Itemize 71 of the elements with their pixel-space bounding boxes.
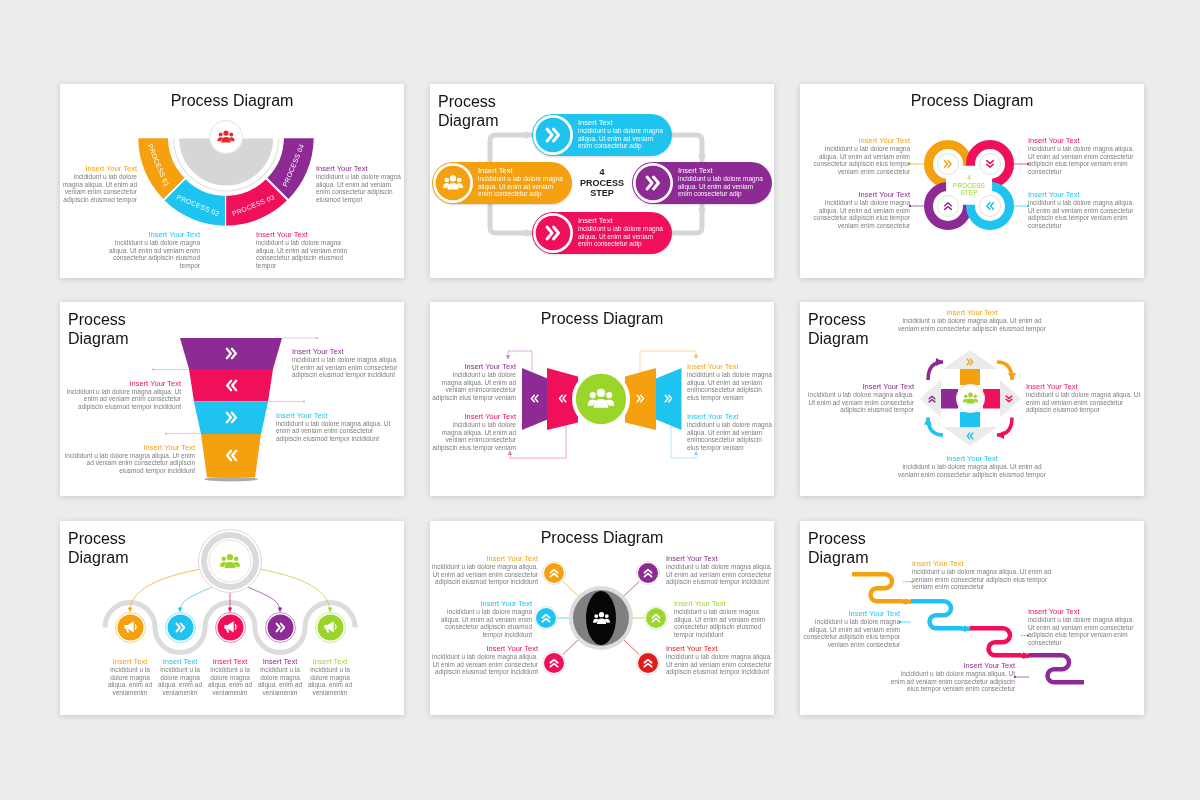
arrow <box>926 358 944 381</box>
arrow <box>487 204 533 237</box>
ring-segment <box>163 177 227 227</box>
step-circle <box>164 611 196 643</box>
slide-card <box>60 84 404 278</box>
slide-card <box>60 521 404 715</box>
connector-line <box>562 639 579 656</box>
step-circle <box>542 561 566 585</box>
arrow <box>903 598 912 606</box>
center-label: 4 PROCESS STEP <box>580 167 624 199</box>
bowtie-wing <box>547 367 578 430</box>
hub-circle <box>569 586 633 650</box>
slide-title: Process Diagram <box>438 92 499 130</box>
funnel-layer <box>189 369 273 402</box>
cross-arm <box>943 412 997 446</box>
process-pill <box>632 162 772 204</box>
step-circle <box>264 611 296 643</box>
step-circle <box>314 611 346 643</box>
connector-line <box>623 639 640 656</box>
slide-card <box>430 84 774 278</box>
slide-card <box>800 84 1144 278</box>
arrow <box>996 417 1014 439</box>
connector-line <box>557 617 570 619</box>
ring-segment <box>265 137 315 201</box>
process-pill <box>432 162 572 204</box>
path-segment <box>1029 653 1084 685</box>
arrow <box>924 416 944 437</box>
slide-card <box>60 302 404 496</box>
path-segment <box>852 572 903 604</box>
slide-card <box>430 302 774 496</box>
cross-arm <box>983 380 1021 418</box>
cross-arm <box>920 380 958 418</box>
funnel-layer <box>194 401 268 434</box>
slide-title: Process Diagram <box>170 91 294 110</box>
bowtie-wing <box>625 367 656 430</box>
slide-card <box>800 521 1144 715</box>
funnel-layer <box>201 433 261 477</box>
slide-title: Process Diagram <box>68 529 129 567</box>
process-pill <box>532 114 672 156</box>
slide-title: Process Diagram <box>540 528 664 547</box>
arrow <box>487 131 533 162</box>
connector-line <box>623 580 640 597</box>
connector-line <box>562 580 579 597</box>
slide-title: Process Diagram <box>540 309 664 328</box>
step-circle <box>114 611 146 643</box>
step-circle <box>636 651 660 675</box>
funnel-layer <box>180 338 282 369</box>
arrow <box>1021 652 1030 660</box>
bowtie-wing <box>521 367 547 430</box>
bowtie-wing <box>656 367 682 430</box>
hub-circle <box>198 529 262 593</box>
connector-line <box>632 617 645 619</box>
step-circle <box>644 606 668 630</box>
arrow <box>962 625 971 633</box>
slide-title: Process Diagram <box>808 310 869 348</box>
path-segment <box>911 599 962 631</box>
step-circle <box>542 651 566 675</box>
step-circle <box>636 561 660 585</box>
slide-card <box>430 521 774 715</box>
slide-title: Process Diagram <box>910 91 1034 110</box>
slide-title: Process Diagram <box>808 529 869 567</box>
step-circle <box>534 606 558 630</box>
process-pill <box>532 212 672 254</box>
cross-arm <box>943 350 997 385</box>
slide-card <box>800 302 1144 496</box>
slide-title: Process Diagram <box>68 310 129 348</box>
path-segment <box>970 626 1021 658</box>
arrow <box>672 132 706 163</box>
arrow <box>672 203 706 236</box>
arrow <box>996 360 1016 381</box>
step-circle <box>214 611 246 643</box>
